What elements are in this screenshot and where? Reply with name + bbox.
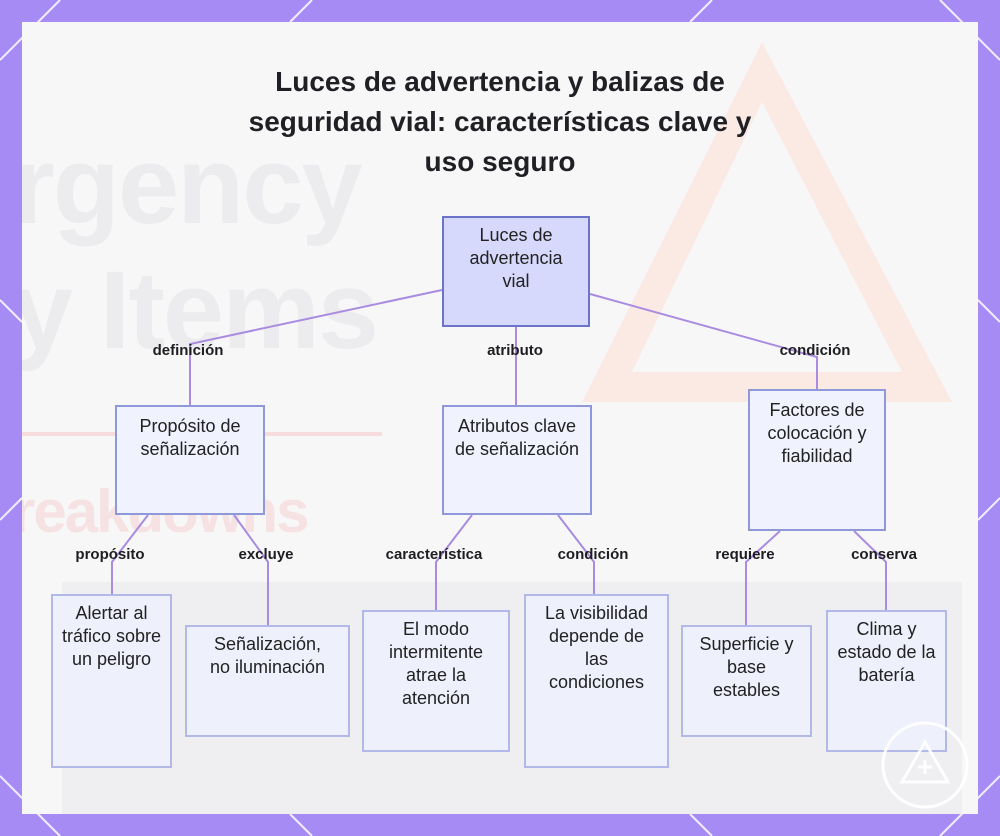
edge-label-characteristic: característica: [385, 546, 483, 563]
edge-placement-weather: [853, 530, 887, 610]
background-word-1: rgency: [22, 124, 363, 247]
node-placement-reliability-factors: Factores de colocación y fiabilidad: [748, 389, 886, 531]
edge-purpose-alert: [111, 514, 149, 594]
edge-attributes-visibility: [557, 514, 595, 594]
background-word-2: y Items: [22, 249, 379, 372]
edge-purpose-signal: [233, 514, 269, 625]
edge-label-excludes: excluye: [238, 546, 294, 563]
edge-label-condition-visibility: condición: [557, 546, 629, 563]
edge-label-condition: condición: [779, 342, 851, 359]
diagram-edges: [111, 289, 887, 625]
edge-root-purpose: [189, 289, 443, 405]
node-signaling-purpose: Propósito de señalización: [115, 405, 265, 515]
warning-triangle-icon: [881, 721, 969, 809]
edge-label-attribute: atributo: [487, 342, 543, 359]
edge-label-definition: definición: [152, 342, 224, 359]
node-key-signaling-attributes: Atributos clave de señalización: [442, 405, 592, 515]
node-visibility-conditions: La visibilidad depende de las condicione…: [524, 594, 669, 768]
edge-label-purpose: propósito: [75, 546, 145, 563]
node-alert-traffic: Alertar al tráfico sobre un peligro: [51, 594, 172, 768]
edge-attributes-flash: [435, 514, 473, 610]
edge-label-requires: requiere: [715, 546, 775, 563]
node-stable-surface: Superficie y base estables: [681, 625, 812, 737]
edge-placement-surface: [745, 530, 781, 625]
node-signal-not-lighting: Señalización, no iluminación: [185, 625, 350, 737]
node-weather-battery: Clima y estado de la batería: [826, 610, 947, 752]
node-flashing-mode: El modo intermitente atrae la atención: [362, 610, 510, 752]
diagram-title: Luces de advertencia y balizas de seguri…: [248, 66, 752, 177]
diagram-panel: rgency y Items reakdowns Luces de advert…: [22, 22, 978, 814]
edge-label-keeps: conserva: [851, 546, 917, 563]
node-road-warning-lights: Luces de advertencia vial: [442, 216, 590, 327]
edge-root-placement: [589, 293, 818, 389]
